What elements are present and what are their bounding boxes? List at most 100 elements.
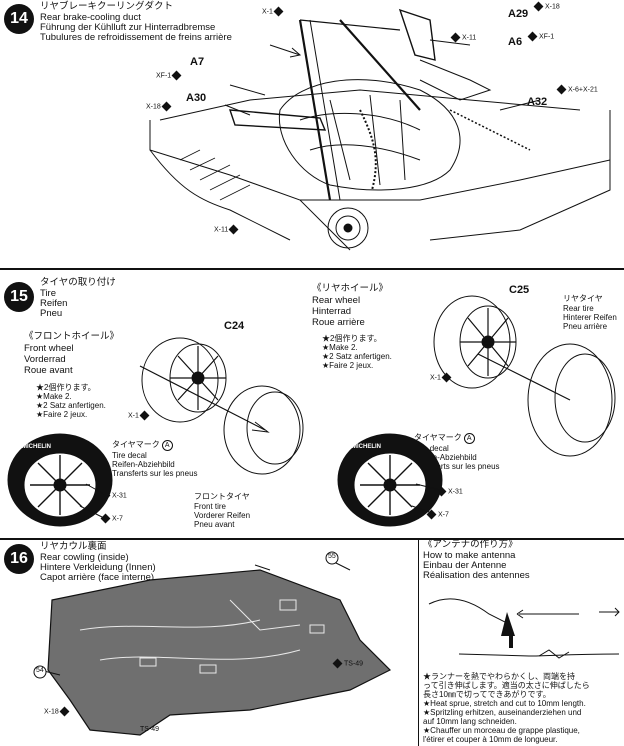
rear-tire-en: Rear tire <box>563 304 594 313</box>
step15-diagram: MICHELIN MICHELIN <box>7 295 616 527</box>
front-make-en: ★Make 2. <box>36 392 72 401</box>
mark-54: 54 <box>36 667 44 674</box>
screw-x1-rear: X-1 <box>430 372 453 383</box>
part-a30: A30 <box>186 92 207 104</box>
antenna-note-2: って引き伸ばします。適当の太さに伸ばしたら <box>423 681 590 690</box>
step14-title-en: Rear brake-cooling duct <box>40 12 141 23</box>
front-decal-en: Tire decal <box>112 451 147 460</box>
screw-x1-rear-label: X-1 <box>430 374 441 382</box>
screw-icon <box>332 658 343 669</box>
step14-title-fr: Tubulures de refroidissement de freins a… <box>40 32 232 43</box>
screw-x18-top: X-18 <box>533 1 560 12</box>
antenna-title-de: Einbau der Antenne <box>423 560 507 571</box>
front-wheel-heading-fr: Roue avant <box>24 365 73 376</box>
antenna-title-en: How to make antenna <box>423 550 516 561</box>
step14-diagram <box>149 8 611 251</box>
screw-x7-rear-label: X-7 <box>438 511 449 519</box>
step16-title-de: Hintere Verkleidung (Innen) <box>40 562 156 573</box>
front-make-de: ★2 Satz anfertigen. <box>36 401 106 410</box>
rear-tire-jp: リヤタイヤ <box>563 294 603 303</box>
front-tire-brand: MICHELIN <box>22 444 51 450</box>
antenna-diagram <box>428 598 620 659</box>
screw-x6x21: X-6+X-21 <box>556 84 598 95</box>
screw-x1-s14-label: X-1 <box>262 8 273 16</box>
screw-icon <box>556 84 567 95</box>
part-a29: A29 <box>508 8 529 20</box>
step15-title-de: Reifen <box>40 298 68 309</box>
front-decal-fr: Transferts sur les pneus <box>112 469 198 478</box>
screw-x7-rear: X-7 <box>426 509 449 520</box>
divider-15-16 <box>0 538 624 540</box>
screw-x18-top-label: X-18 <box>545 3 560 11</box>
front-wheel-heading-de: Vorderrad <box>24 354 66 365</box>
screw-xf1-left: XF-1 <box>156 70 183 81</box>
step15-section: 15 タイヤの取り付け Tire Reifen Pneu 《フロントホイール》 … <box>0 270 624 538</box>
step14-section: 14 リヤブレーキクーリングダクト Rear brake-cooling duc… <box>0 0 624 268</box>
front-tire-fr: Pneu avant <box>194 520 235 529</box>
antenna-note-7: ★Chauffer un morceau de grappe plastique… <box>423 726 580 735</box>
screw-x11-top-label: X-11 <box>462 34 477 42</box>
screw-x1-front-label: X-1 <box>128 412 139 420</box>
front-make-jp: ★2個作ります。 <box>36 383 96 392</box>
mark-ts49-bottom: TS-49 <box>140 726 159 733</box>
screw-icon <box>450 32 461 43</box>
step14-title-jp: リヤブレーキクーリングダクト <box>40 1 174 12</box>
antenna-note-8: l'étirer et couper à 10mm de longueur. <box>423 735 558 744</box>
rear-wheel-heading-fr: Roue arrière <box>312 317 365 328</box>
screw-icon <box>228 224 239 235</box>
rear-tire-brand: MICHELIN <box>352 444 381 450</box>
front-tire-en: Front tire <box>194 502 227 511</box>
screw-icon <box>533 1 544 12</box>
step16-title-en: Rear cowling (inside) <box>40 552 129 563</box>
screw-x31-front: X-31 <box>100 490 127 501</box>
mark-55: 55 <box>328 553 336 560</box>
screw-icon <box>527 31 538 42</box>
screw-x31-front-label: X-31 <box>112 492 127 500</box>
screw-x31-rear: X-31 <box>436 486 463 497</box>
step15-title-jp: タイヤの取り付け <box>40 277 116 288</box>
screw-x7-front: X-7 <box>100 513 123 524</box>
front-decal-jp-label: タイヤマーク <box>112 440 160 449</box>
rear-decal-fr: Transferts sur les pneus <box>414 462 500 471</box>
rear-make-fr: ★Faire 2 jeux. <box>322 361 374 370</box>
screw-xf1-right-label: XF-1 <box>539 33 555 41</box>
front-tire-jp: フロントタイヤ <box>194 492 250 501</box>
screw-x18-left-label: X-18 <box>146 103 161 111</box>
mark-x18: X-18 <box>44 706 71 717</box>
rear-make-jp: ★2個作ります。 <box>322 334 382 343</box>
front-wheel-heading-jp: 《フロントホイール》 <box>24 331 120 342</box>
rear-tire-fr: Pneu arrière <box>563 322 608 331</box>
step15-number: 15 <box>4 282 34 312</box>
screw-x7-front-label: X-7 <box>112 515 123 523</box>
mark-x18-label: X-18 <box>44 708 59 716</box>
screw-x31-rear-label: X-31 <box>448 488 463 496</box>
mark-ts49-bottom-label: TS-49 <box>140 726 160 733</box>
mark-ts49-right-label: TS-49 <box>344 660 364 668</box>
screw-x6x21-label: X-6+X-21 <box>568 86 598 94</box>
part-c24: C24 <box>224 320 245 332</box>
front-decal-de: Reifen-Abziehbild <box>112 460 175 469</box>
part-a32: A32 <box>527 96 548 108</box>
screw-icon <box>171 70 182 81</box>
screw-x1-front: X-1 <box>128 410 151 421</box>
rear-decal-jp-label: タイヤマーク <box>414 433 462 442</box>
antenna-note-3: 長さ10㎜で切ってできあがりです。 <box>423 690 551 699</box>
rear-wheel-heading-jp: 《リヤホイール》 <box>312 283 389 294</box>
front-make-fr: ★Faire 2 jeux. <box>36 410 88 419</box>
rear-wheel-heading-en: Rear wheel <box>312 295 361 306</box>
step15-title-fr: Pneu <box>40 308 63 319</box>
part-a7: A7 <box>190 56 205 68</box>
screw-icon <box>59 706 70 717</box>
decal-a-mark: A <box>161 440 173 451</box>
rear-wheel-heading-de: Hinterrad <box>312 306 352 317</box>
screw-x1-s14: X-1 <box>262 6 285 17</box>
rear-make-de: ★2 Satz anfertigen. <box>322 352 392 361</box>
screw-x11-top: X-11 <box>450 32 477 43</box>
antenna-note-6: auf 10mm lang schneiden. <box>423 717 517 726</box>
antenna-title-fr: Réalisation des antennes <box>423 570 530 581</box>
front-wheel-heading-en: Front wheel <box>24 343 74 354</box>
antenna-note-4: ★Heat sprue, stretch and cut to 10mm len… <box>423 699 586 708</box>
screw-x18-left: X-18 <box>146 101 173 112</box>
antenna-title-jp: 《アンテナの作り方》 <box>423 539 518 550</box>
